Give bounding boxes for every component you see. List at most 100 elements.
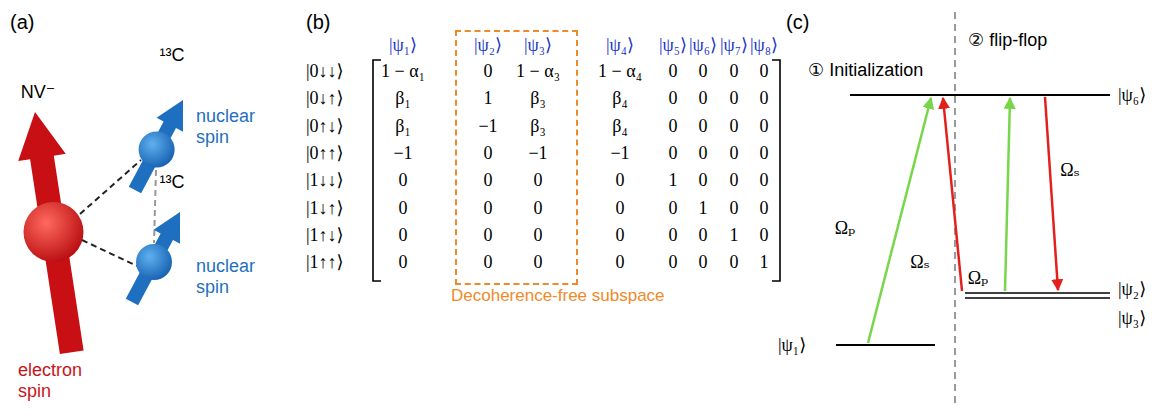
matrix-cell: −1 — [528, 143, 547, 164]
rabi-label: Ωₛ — [910, 252, 929, 273]
matrix-cell: 1 — [699, 197, 708, 218]
matrix-cell: 1 — [730, 224, 739, 245]
box-caption: Decoherence-free subspace — [451, 286, 665, 306]
matrix-cell: 0 — [760, 88, 769, 109]
matrix-cell: β₄ — [612, 88, 627, 109]
matrix-cell: 1 − α₄ — [598, 61, 642, 82]
row-header: |1↑↑⟩ — [306, 252, 344, 273]
matrix-cell: 0 — [669, 224, 678, 245]
matrix-cell: −1 — [478, 115, 497, 136]
matrix-cell: −1 — [393, 143, 412, 164]
matrix-cell: 0 — [399, 170, 408, 191]
matrix-cell: 0 — [669, 197, 678, 218]
coupling-line — [154, 170, 156, 243]
energy-level — [836, 344, 935, 346]
matrix-cell: 0 — [760, 143, 769, 164]
column-header: |ψ₁⟩ — [389, 35, 417, 56]
matrix-cell: 0 — [399, 252, 408, 273]
matrix-cell: 0 — [616, 170, 625, 191]
matrix-cell: 0 — [730, 88, 739, 109]
level-label: |ψ₃⟩ — [1118, 308, 1146, 329]
electron-sphere — [24, 202, 84, 262]
nuclear-sphere — [139, 132, 175, 168]
matrix-cell: 1 − α₃ — [516, 61, 560, 82]
matrix-cell: 0 — [730, 197, 739, 218]
matrix-cell: 0 — [699, 61, 708, 82]
column-header: |ψ₆⟩ — [689, 35, 717, 56]
spin-label: nuclear spin — [196, 256, 274, 297]
panel-label: (b) — [306, 11, 330, 34]
matrix-cell: 0 — [730, 115, 739, 136]
matrix-cell: 0 — [616, 197, 625, 218]
column-header: |ψ₂⟩ — [474, 35, 502, 56]
row-header: |1↓↑⟩ — [306, 197, 344, 218]
rabi-label: Ωₛ — [1060, 160, 1079, 181]
matrix-cell: 0 — [730, 170, 739, 191]
matrix-bracket — [373, 60, 381, 281]
pump-transition — [1005, 98, 1010, 291]
matrix-cell: 0 — [534, 197, 543, 218]
matrix-cell: 0 — [484, 143, 493, 164]
matrix-cell: −1 — [610, 143, 629, 164]
matrix-cell: 0 — [616, 252, 625, 273]
matrix-cell: 0 — [730, 252, 739, 273]
matrix-cell: β₃ — [530, 88, 545, 109]
energy-level — [965, 292, 1110, 294]
nuclear-spin-arrow — [119, 205, 194, 309]
matrix-cell: 0 — [760, 170, 769, 191]
spin-label: nuclear spin — [196, 106, 274, 147]
row-header: |0↓↓⟩ — [306, 61, 344, 82]
row-header: |1↓↓⟩ — [306, 170, 344, 191]
column-header: |ψ₈⟩ — [750, 35, 778, 56]
row-header: |0↑↑⟩ — [306, 143, 344, 164]
matrix-cell: 0 — [669, 252, 678, 273]
matrix-cell: 0 — [699, 170, 708, 191]
matrix-cell: 1 — [760, 252, 769, 273]
matrix-cell: 0 — [669, 88, 678, 109]
matrix-cell: 0 — [699, 224, 708, 245]
coupling-line — [82, 240, 137, 266]
matrix-cell: 0 — [699, 143, 708, 164]
matrix-cell: β₄ — [612, 115, 627, 136]
matrix-cell: 0 — [616, 224, 625, 245]
matrix-cell: 0 — [484, 170, 493, 191]
matrix-cell: β₃ — [530, 115, 545, 136]
spin-label: electron spin — [18, 360, 100, 401]
matrix-cell: 0 — [699, 252, 708, 273]
matrix-cell: 1 — [484, 88, 493, 109]
stokes-transition — [1045, 97, 1058, 290]
matrix-cell: 0 — [534, 224, 543, 245]
matrix-cell: 1 − α₁ — [381, 61, 425, 82]
column-header: |ψ₄⟩ — [606, 35, 634, 56]
nuclear-spin-arrow — [122, 93, 197, 197]
matrix-cell: 0 — [669, 115, 678, 136]
panel-label: (a) — [10, 11, 34, 34]
row-header: |0↓↑⟩ — [306, 88, 344, 109]
matrix-cell: 0 — [534, 252, 543, 273]
rabi-label: Ωₚ — [835, 218, 856, 239]
column-header: |ψ₇⟩ — [720, 35, 748, 56]
matrix-cell: 1 — [669, 170, 678, 191]
matrix-cell: 0 — [760, 115, 769, 136]
panel-label: (c) — [786, 11, 809, 34]
matrix-cell: 0 — [399, 224, 408, 245]
matrix-cell: 0 — [484, 197, 493, 218]
step-label: ① Initialization — [808, 60, 923, 81]
matrix-cell: 0 — [760, 61, 769, 82]
matrix-cell: β₁ — [395, 115, 410, 136]
energy-level — [850, 94, 1110, 96]
row-header: |1↑↓⟩ — [306, 224, 344, 245]
rabi-label: Ωₚ — [968, 268, 989, 289]
level-label: |ψ₂⟩ — [1118, 279, 1146, 300]
step-label: ② flip-flop — [968, 30, 1047, 51]
row-header: |0↑↓⟩ — [306, 115, 344, 136]
matrix-cell: 0 — [534, 170, 543, 191]
level-label: |ψ₁⟩ — [778, 335, 806, 356]
matrix-cell: 0 — [699, 115, 708, 136]
matrix-cell: 0 — [730, 61, 739, 82]
pump-transition — [868, 98, 931, 343]
matrix-cell: 0 — [484, 61, 493, 82]
column-header: |ψ₃⟩ — [524, 35, 552, 56]
electron-spin-arrow — [11, 108, 95, 355]
matrix-cell: β₁ — [395, 88, 410, 109]
